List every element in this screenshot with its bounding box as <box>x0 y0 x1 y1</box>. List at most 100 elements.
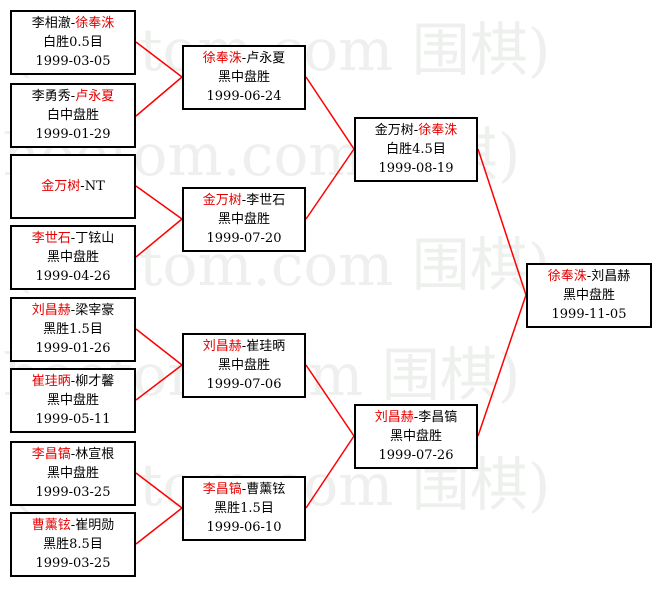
match-result: 白胜0.5目 <box>43 35 103 50</box>
player-white: 李世石 <box>246 193 286 208</box>
match-card-r1-3: 金万树-NT <box>10 154 136 219</box>
match-players: 李昌镐-林宣根 <box>32 445 114 464</box>
match-card-r1-1: 李相澈-徐奉洙白胜0.5目 1999-03-05 <box>10 10 136 75</box>
connector-line <box>135 472 183 509</box>
match-date: 1999-03-25 <box>35 485 111 500</box>
match-result: 黑胜1.5目 <box>214 501 274 516</box>
connector-line <box>477 294 527 437</box>
player-black: 金万树 <box>202 193 242 208</box>
separator: - <box>586 269 592 284</box>
match-card-r2-4: 李昌镐-曹薰铉黑胜1.5目 1999-06-10 <box>182 476 306 541</box>
player-black: 刘昌赫 <box>31 303 71 318</box>
match-players: 李相澈-徐奉洙 <box>32 14 114 33</box>
player-black: 刘昌赫 <box>374 410 414 425</box>
match-card-r1-6: 崔珪昞-柳才馨黑中盘胜 1999-05-11 <box>10 368 136 433</box>
player-white: 林宣根 <box>75 447 115 462</box>
connector-line <box>135 41 183 78</box>
separator: - <box>241 482 247 497</box>
match-players: 徐奉洙-卢永夏 <box>203 49 285 68</box>
match-players: 金万树-NT <box>41 177 104 196</box>
match-card-r1-2: 李勇秀-卢永夏白中盘胜 1999-01-29 <box>10 83 136 148</box>
connector-line <box>135 328 183 366</box>
match-result: 黑中盘胜 <box>217 358 270 373</box>
connector-line <box>135 218 183 258</box>
player-white: 刘昌赫 <box>591 269 631 284</box>
separator: - <box>241 339 247 354</box>
match-players: 李勇秀-卢永夏 <box>32 87 114 106</box>
player-black: 徐奉洙 <box>547 269 587 284</box>
player-black: 李昌镐 <box>31 447 71 462</box>
separator: - <box>70 518 76 533</box>
match-players: 李世石-丁铉山 <box>32 229 114 248</box>
match-result: 黑胜1.5目 <box>43 322 103 337</box>
match-result: 黑中盘胜 <box>217 212 270 227</box>
player-white: 丁铉山 <box>75 231 115 246</box>
separator: - <box>70 374 76 389</box>
separator: - <box>70 447 76 462</box>
match-result: 黑中盘胜 <box>217 70 270 85</box>
match-result: 黑中盘胜 <box>562 288 615 303</box>
match-players: 刘昌赫-李昌镐 <box>375 408 457 427</box>
player-white: 曹薰铉 <box>246 482 286 497</box>
player-black: 曹薰铉 <box>31 518 71 533</box>
separator: - <box>241 51 247 66</box>
match-card-r2-2: 金万树-李世石黑中盘胜 1999-07-20 <box>182 187 306 252</box>
match-date: 1999-03-05 <box>35 54 111 69</box>
player-black: 金万树 <box>374 123 414 138</box>
match-result: 白中盘胜 <box>46 108 99 123</box>
match-date: 1999-03-25 <box>35 556 111 571</box>
player-black: 崔珪昞 <box>31 374 71 389</box>
match-result: 黑中盘胜 <box>46 250 99 265</box>
match-date: 1999-07-20 <box>206 231 282 246</box>
player-white: 崔珪昞 <box>246 339 286 354</box>
match-players: 徐奉洙-刘昌赫 <box>548 267 630 286</box>
match-date: 1999-04-26 <box>35 269 111 284</box>
match-date: 1999-11-05 <box>551 307 627 322</box>
player-white: NT <box>84 179 105 194</box>
match-players: 刘昌赫-梁宰豪 <box>32 301 114 320</box>
connector-line <box>135 364 183 401</box>
match-card-r1-5: 刘昌赫-梁宰豪黑胜1.5目 1999-01-26 <box>10 297 136 362</box>
match-players: 金万树-李世石 <box>203 191 285 210</box>
separator: - <box>70 303 76 318</box>
connector-line <box>305 364 355 437</box>
match-date: 1999-07-26 <box>378 448 454 463</box>
match-result: 黑中盘胜 <box>46 393 99 408</box>
match-card-r1-7: 李昌镐-林宣根黑中盘胜 1999-03-25 <box>10 441 136 506</box>
separator: - <box>70 89 76 104</box>
player-white: 李昌镐 <box>418 410 458 425</box>
player-white: 柳才馨 <box>75 374 115 389</box>
connector-line <box>305 435 355 509</box>
player-white: 徐奉洙 <box>418 123 458 138</box>
match-date: 1999-05-11 <box>35 412 111 427</box>
match-players: 崔珪昞-柳才馨 <box>32 372 114 391</box>
player-black: 刘昌赫 <box>202 339 242 354</box>
separator: - <box>413 410 419 425</box>
match-date: 1999-01-29 <box>35 127 111 142</box>
separator: - <box>70 231 76 246</box>
player-black: 金万树 <box>41 179 81 194</box>
separator: - <box>70 16 76 31</box>
player-white: 梁宰豪 <box>75 303 115 318</box>
match-players: 金万树-徐奉洙 <box>375 121 457 140</box>
match-date: 1999-06-24 <box>206 89 282 104</box>
match-result: 白胜4.5目 <box>386 142 446 157</box>
match-result: 黑胜8.5目 <box>43 537 103 552</box>
separator: - <box>80 179 85 194</box>
match-card-r1-4: 李世石-丁铉山黑中盘胜 1999-04-26 <box>10 225 136 290</box>
match-card-r2-1: 徐奉洙-卢永夏黑中盘胜 1999-06-24 <box>182 45 306 110</box>
match-date: 1999-01-26 <box>35 341 111 356</box>
player-black: 徐奉洙 <box>202 51 242 66</box>
player-white: 徐奉洙 <box>75 16 115 31</box>
connector-line <box>305 76 355 150</box>
match-date: 1999-06-10 <box>206 520 282 535</box>
player-white: 卢永夏 <box>246 51 286 66</box>
match-result: 黑中盘胜 <box>46 466 99 481</box>
separator: - <box>413 123 419 138</box>
connector-line <box>305 148 355 220</box>
match-players: 刘昌赫-崔珪昞 <box>203 337 285 356</box>
match-players: 李昌镐-曹薰铉 <box>203 480 285 499</box>
